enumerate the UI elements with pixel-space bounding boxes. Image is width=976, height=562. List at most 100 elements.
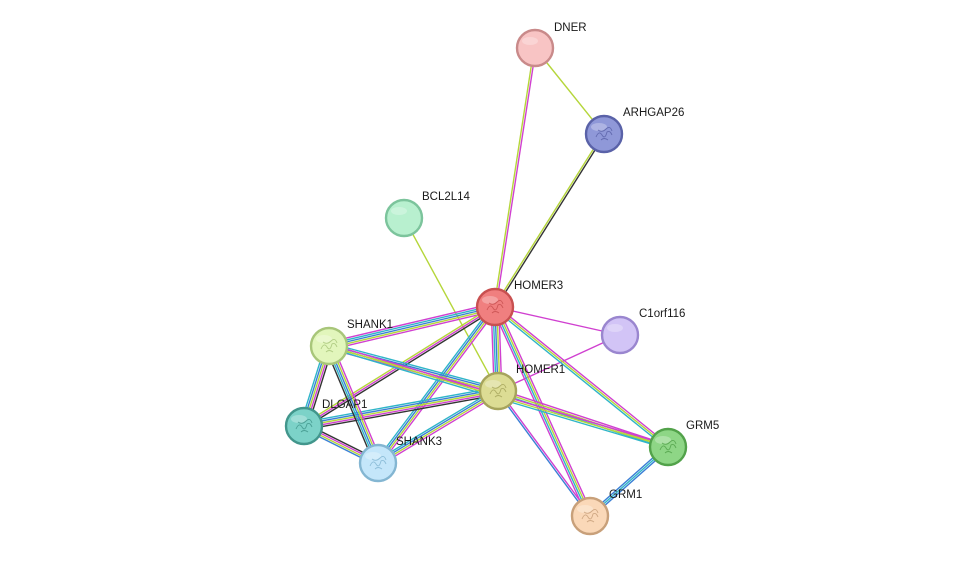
edge-homer3-c1orf116 <box>494 306 621 336</box>
node-label: SHANK1 <box>347 319 393 331</box>
edge-evidence-line <box>493 133 604 307</box>
node-label: ARHGAP26 <box>623 107 684 119</box>
edge-evidence-line <box>378 391 499 465</box>
node-highlight <box>291 415 307 423</box>
edge-evidence-line <box>495 48 537 308</box>
edge-evidence-line <box>491 307 589 518</box>
protein-structure-icon <box>595 126 613 141</box>
node-circle[interactable] <box>284 406 324 446</box>
edge-evidence-line <box>493 47 535 307</box>
node-circle[interactable] <box>515 28 555 68</box>
node-shank3[interactable]: SHANK3 <box>358 436 442 483</box>
node-homer1[interactable]: HOMER1 <box>478 364 565 411</box>
edge-homer3-shank1 <box>327 302 497 351</box>
node-highlight <box>316 335 332 343</box>
node-grm1[interactable]: GRM1 <box>570 489 642 536</box>
node-highlight <box>482 296 498 304</box>
edge-evidence-line <box>379 308 498 466</box>
edge-evidence-line <box>379 392 500 467</box>
edge-evidence-line <box>495 306 592 516</box>
node-circle[interactable] <box>358 443 398 483</box>
edge-homer1-grm1 <box>496 390 592 517</box>
edge-dner-homer3 <box>493 47 537 308</box>
edge-evidence-line <box>329 342 499 389</box>
protein-structure-icon <box>486 299 504 314</box>
edge-evidence-line <box>304 392 499 429</box>
node-highlight <box>655 436 671 444</box>
node-circle[interactable] <box>478 371 518 411</box>
protein-structure-icon <box>659 439 677 454</box>
node-shank1[interactable]: SHANK1 <box>309 319 393 366</box>
node-label: DNER <box>554 22 587 34</box>
edge-evidence-line <box>378 307 497 464</box>
node-label: HOMER3 <box>514 280 563 292</box>
edge-layer <box>299 47 670 518</box>
edge-evidence-line <box>497 334 621 392</box>
node-highlight <box>365 452 381 460</box>
node-layer: DNER ARHGAP26BCL2L14HOMER3C1orf116SHANK1H… <box>284 22 719 536</box>
node-highlight <box>485 380 501 388</box>
node-circle[interactable] <box>384 198 424 238</box>
edge-evidence-line <box>377 389 498 463</box>
edge-evidence-line <box>328 304 495 345</box>
edge-evidence-line <box>493 307 668 450</box>
edge-evidence-line <box>304 394 499 431</box>
edge-evidence-line <box>303 388 498 425</box>
node-circle[interactable] <box>600 315 640 355</box>
edge-evidence-line <box>494 306 621 336</box>
node-highlight <box>391 207 407 215</box>
node-circle[interactable] <box>648 427 688 467</box>
edge-evidence-line <box>328 306 496 347</box>
node-grm5[interactable]: GRM5 <box>648 420 719 467</box>
node-label: GRM5 <box>686 420 719 432</box>
node-circle[interactable] <box>584 114 624 154</box>
edge-homer1-shank3 <box>376 387 500 467</box>
edge-evidence-line <box>326 346 377 465</box>
protein-structure-icon <box>489 383 507 398</box>
edge-evidence-line <box>495 304 670 447</box>
edge-evidence-line <box>496 391 590 517</box>
node-highlight <box>577 505 593 513</box>
edge-bcl2l14-homer1 <box>403 217 499 392</box>
edge-evidence-line <box>495 134 606 308</box>
edge-evidence-line <box>303 390 499 427</box>
node-circle[interactable] <box>570 496 610 536</box>
edge-evidence-line <box>376 306 495 463</box>
edge-evidence-line <box>303 386 498 423</box>
edge-evidence-line <box>375 304 494 462</box>
node-label: BCL2L14 <box>422 191 471 203</box>
node-homer3[interactable]: HOMER3 <box>475 280 563 327</box>
node-highlight <box>522 37 538 45</box>
node-circle[interactable] <box>475 287 515 327</box>
protein-structure-icon <box>369 455 387 470</box>
edge-evidence-line <box>403 217 499 392</box>
edge-evidence-line <box>494 306 669 448</box>
edge-c1orf116-homer1 <box>497 334 621 392</box>
node-arhgap26[interactable]: ARHGAP26 <box>584 107 684 154</box>
protein-structure-icon <box>320 338 338 353</box>
edge-evidence-line <box>498 388 669 446</box>
protein-structure-icon <box>295 418 313 433</box>
edge-evidence-line <box>331 344 383 462</box>
edge-shank1-shank3 <box>324 344 383 465</box>
node-c1orf116[interactable]: C1orf116 <box>600 308 685 355</box>
edge-evidence-line <box>328 345 379 464</box>
edge-arhgap26-homer3 <box>493 133 606 308</box>
edge-evidence-line <box>329 310 497 351</box>
protein-structure-icon <box>581 508 599 523</box>
node-circle[interactable] <box>309 326 349 366</box>
node-bcl2l14[interactable]: BCL2L14 <box>384 191 471 238</box>
node-dner[interactable]: DNER <box>515 22 587 68</box>
edge-homer1-dlgap1 <box>303 386 499 431</box>
node-dlgap1[interactable]: DLGAP1 <box>284 399 367 446</box>
node-highlight <box>591 123 607 131</box>
edge-evidence-line <box>327 302 495 343</box>
node-label: DLGAP1 <box>322 399 367 411</box>
edge-evidence-line <box>376 387 497 462</box>
edge-evidence-line <box>330 344 381 463</box>
node-label: HOMER1 <box>516 364 565 376</box>
node-highlight <box>607 324 623 332</box>
node-label: SHANK3 <box>396 436 442 448</box>
node-label: C1orf116 <box>639 308 685 320</box>
